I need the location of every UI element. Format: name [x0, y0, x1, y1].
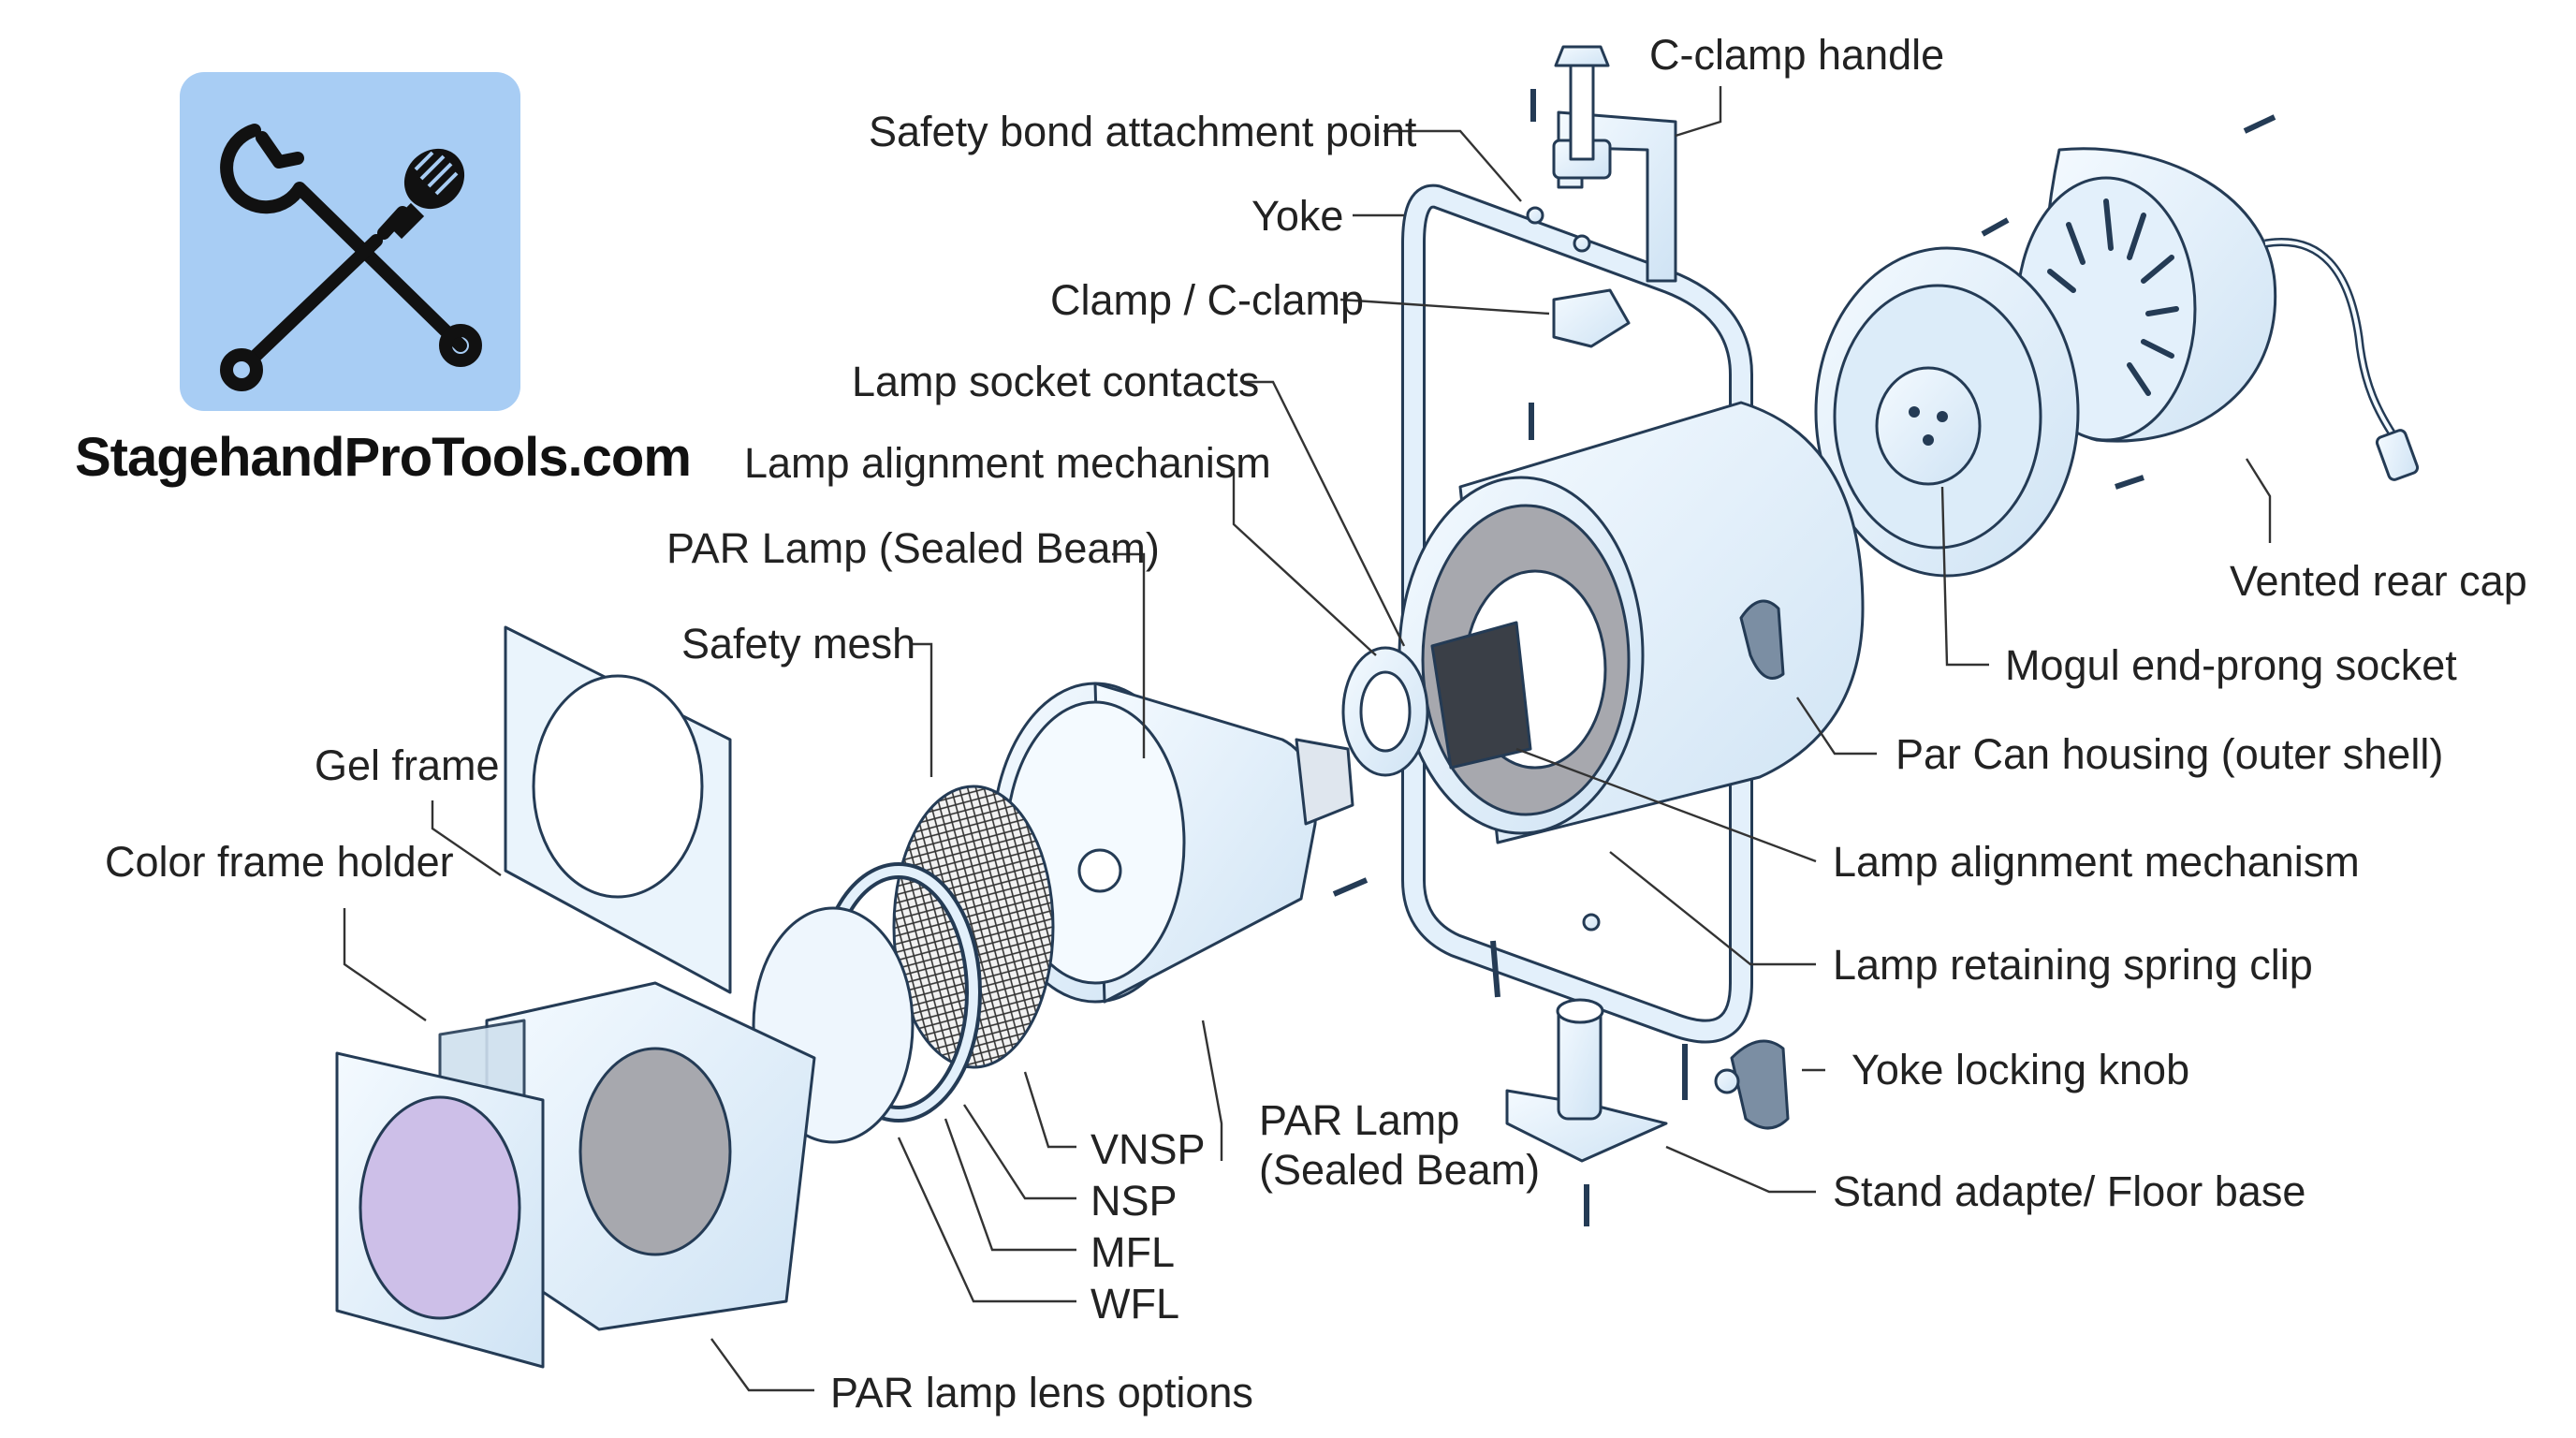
site-name: StagehandProTools.com	[75, 427, 692, 488]
label-stand-adapter: Stand adapte/ Floor base	[1833, 1167, 2306, 1215]
label-wfl: WFL	[1090, 1280, 1179, 1328]
label-safety-mesh: Safety mesh	[681, 620, 916, 668]
label-yoke-knob: Yoke locking knob	[1852, 1046, 2190, 1093]
lamp-alignment-mechanism	[1341, 621, 1532, 777]
c-clamp	[1552, 45, 1677, 348]
color-frame-holder	[438, 981, 816, 1331]
label-lens-options: PAR lamp lens options	[830, 1369, 1253, 1416]
label-color-frame-holder: Color frame holder	[105, 838, 454, 886]
stand-adapter-floor-base	[1505, 998, 1668, 1163]
label-safety-bond: Safety bond attachment point	[869, 108, 1417, 155]
label-alignment-right: Lamp alignment mechanism	[1833, 838, 2360, 886]
label-yoke: Yoke	[1251, 192, 1344, 240]
label-par-lamp-bottom: PAR Lamp (Sealed Beam)	[1259, 1096, 1541, 1195]
label-alignment-top: Lamp alignment mechanism	[744, 439, 1271, 487]
leader-lines	[343, 86, 2272, 1392]
label-vnsp: VNSP	[1090, 1125, 1206, 1173]
label-spring-clip: Lamp retaining spring clip	[1833, 941, 2313, 989]
label-vented-rear-cap: Vented rear cap	[2230, 557, 2527, 605]
logo-tile	[180, 72, 520, 411]
yoke	[1401, 183, 1753, 1044]
label-c-clamp-handle: C-clamp handle	[1649, 31, 1945, 79]
mogul-socket-plate	[1814, 246, 2080, 578]
screwdriver-handle	[388, 148, 465, 240]
label-clamp: Clamp / C-clamp	[1050, 276, 1365, 324]
par-can-housing	[1398, 401, 1865, 844]
label-mogul-socket: Mogul end-prong socket	[2005, 641, 2457, 689]
yoke-locking-knob	[1714, 1039, 1790, 1130]
safety-mesh	[892, 785, 1055, 1069]
label-par-lamp-top: PAR Lamp (Sealed Beam)	[666, 524, 1160, 572]
label-mfl: MFL	[1090, 1228, 1175, 1276]
label-gel-frame: Gel frame	[315, 741, 500, 789]
screws	[1332, 89, 2276, 1226]
wrench-and-screwdriver-crossed-icon	[220, 124, 482, 391]
label-housing: Par Can housing (outer shell)	[1895, 730, 2444, 778]
label-nsp: NSP	[1090, 1177, 1178, 1225]
front-gel-plate	[335, 1051, 545, 1369]
gel-frame	[504, 625, 732, 994]
label-socket-contacts: Lamp socket contacts	[852, 358, 1260, 405]
